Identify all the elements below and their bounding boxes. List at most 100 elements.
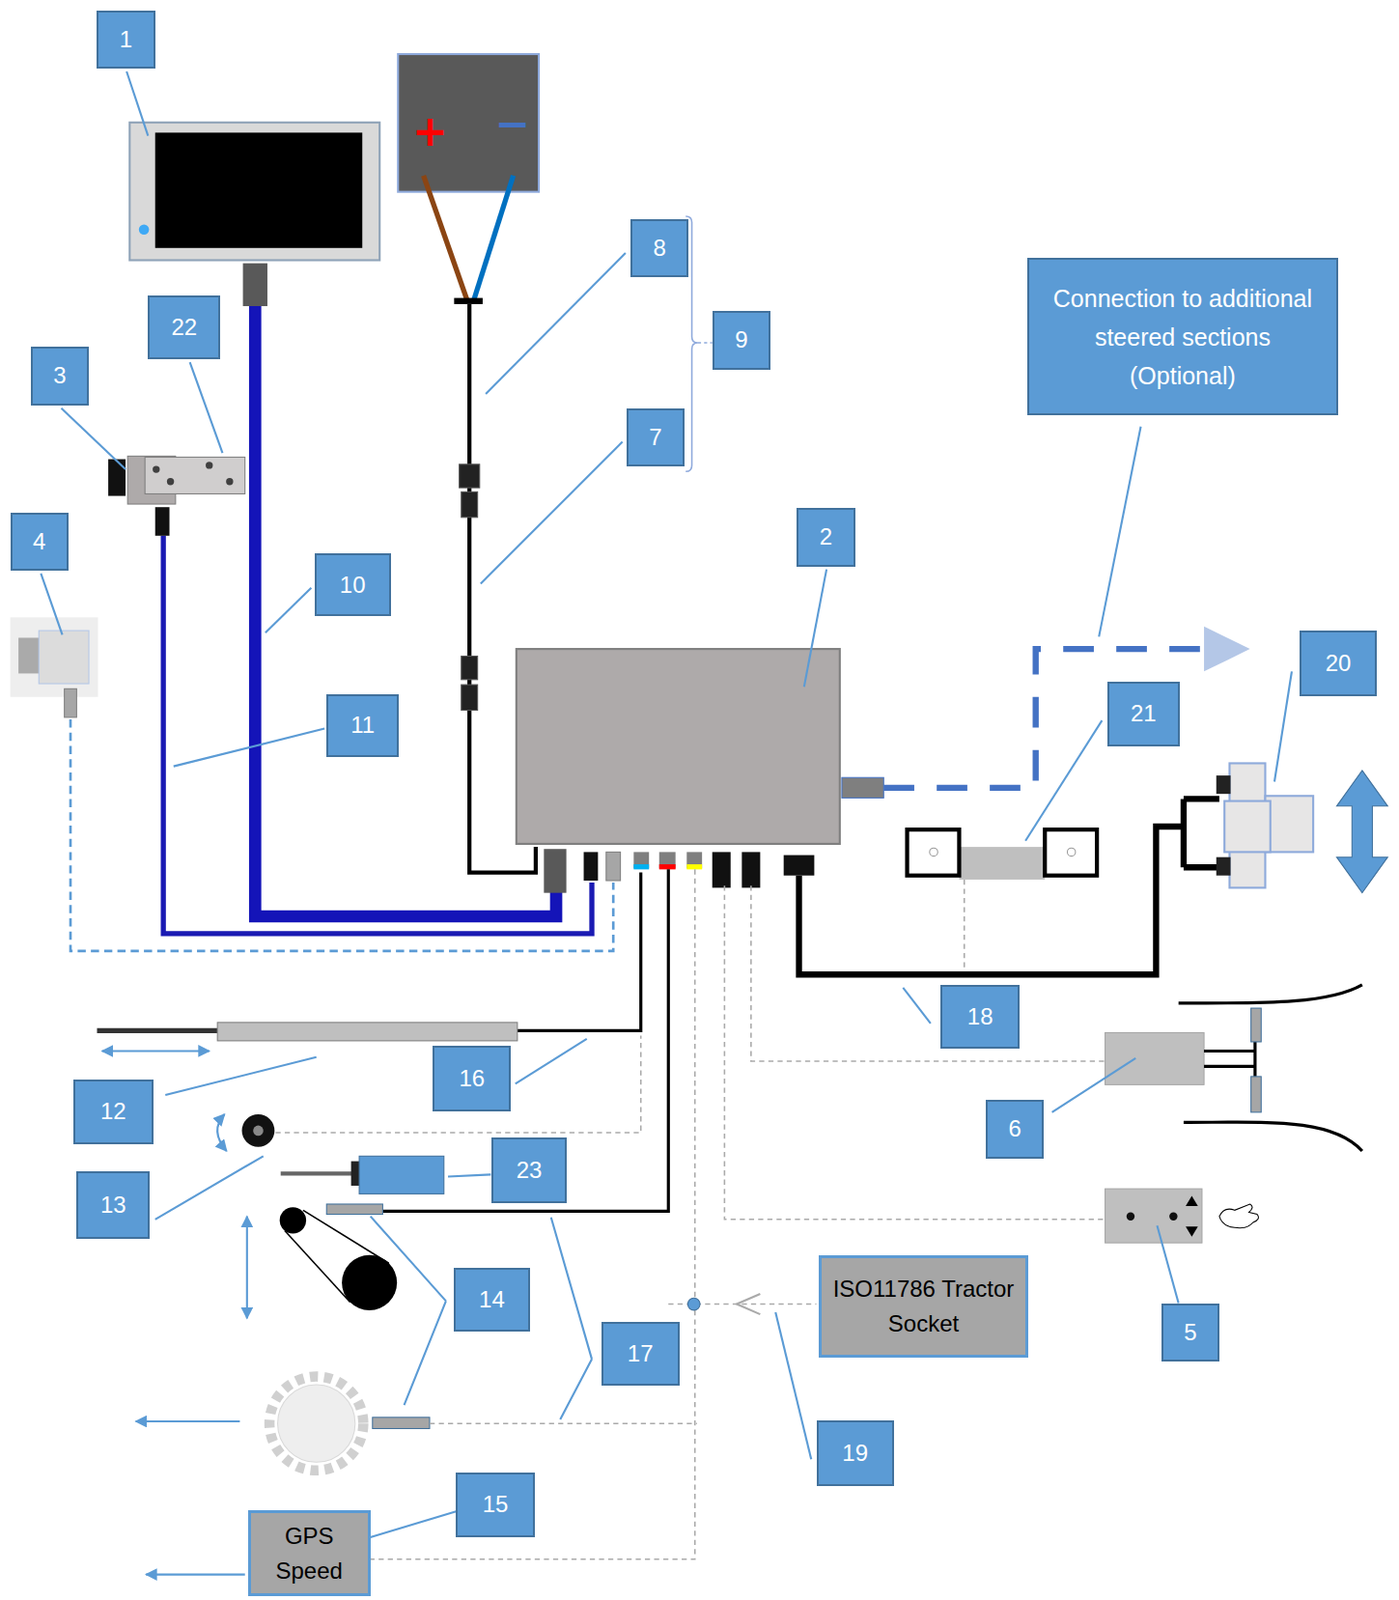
callout-number: 22 [147, 295, 221, 360]
speed-sensor [303, 1209, 390, 1263]
leader-line [1098, 426, 1141, 638]
can-bus [736, 1293, 760, 1315]
callout-number: 7 [626, 408, 685, 467]
leader-line [804, 569, 827, 688]
node-text: 9 [734, 326, 748, 354]
node-text: 20 [1325, 649, 1352, 677]
leader-connector [370, 1510, 457, 1538]
polarity-sign: − [495, 102, 532, 145]
optional-sensor [64, 688, 78, 718]
actuator [517, 872, 642, 1032]
node-text: 7 [648, 423, 662, 451]
battery [473, 175, 513, 302]
leader-line [515, 1038, 588, 1084]
wheel-sensor [372, 1417, 430, 1429]
section-link [883, 626, 1250, 788]
callout-number: 16 [432, 1045, 511, 1112]
cylinder [280, 1155, 445, 1194]
control-unit [633, 864, 649, 869]
callout-number: 10 [314, 553, 392, 617]
optional-sensor [38, 630, 89, 684]
callout-number: 6 [985, 1099, 1044, 1158]
hitch-sensor [1203, 1064, 1256, 1068]
node-text: 2 [819, 523, 833, 551]
leader-line [1052, 1058, 1137, 1113]
position-sensor [1066, 847, 1075, 856]
callout-number: 23 [491, 1137, 566, 1204]
hitch-sensor [1253, 1040, 1257, 1077]
callout-number: 21 [1107, 681, 1180, 747]
leader-line [485, 252, 626, 394]
wheel-sensor [269, 1376, 364, 1471]
node-text: 8 [653, 234, 667, 262]
switch-box [1169, 1211, 1177, 1220]
control-unit [686, 864, 702, 869]
position-sensor [963, 879, 966, 975]
callout-number: 13 [76, 1171, 150, 1239]
cylinder [359, 1155, 445, 1194]
optional-sensor [10, 616, 99, 718]
node-text: 3 [53, 362, 66, 390]
steering-valve [1336, 770, 1388, 894]
hitch-sensor [1178, 984, 1363, 1004]
hitch-sensor [751, 885, 1363, 1151]
callout-number: 15 [455, 1472, 534, 1538]
node-text: 18 [967, 1003, 994, 1031]
leader-line [1156, 1225, 1178, 1303]
leader-line [165, 1057, 316, 1095]
rotation-sensor [217, 1114, 227, 1151]
valve-cable [799, 798, 1220, 975]
control-unit [841, 777, 884, 798]
polarity-sign: + [412, 110, 448, 153]
speed-sensor [284, 1230, 351, 1302]
node-text: 10 [339, 571, 366, 599]
wheel-sensor [136, 1376, 698, 1471]
sensor-device [108, 455, 246, 535]
hitch-sensor [1183, 1121, 1363, 1151]
battery [423, 175, 468, 302]
control-unit [543, 848, 566, 893]
callout-number: 1 [96, 10, 155, 69]
sensor-device [155, 506, 170, 536]
rotation-sensor [275, 1035, 641, 1133]
can-bus [145, 868, 816, 1574]
section-link [1203, 626, 1251, 672]
node-text: ISO11786 Tractor Socket [829, 1271, 1019, 1342]
position-sensor [907, 829, 1098, 975]
node-text: 15 [482, 1490, 509, 1518]
callout-number: 11 [326, 694, 399, 758]
position-sensor [958, 846, 1045, 880]
node-text: 17 [627, 1340, 654, 1368]
sensor-device [205, 461, 213, 469]
node-text: 13 [100, 1191, 127, 1219]
leader-line [155, 1155, 264, 1220]
section-link [883, 648, 1204, 788]
node-text: 16 [458, 1064, 485, 1092]
power-cable [461, 655, 478, 679]
node-text: 21 [1130, 699, 1157, 728]
wheel-sensor [278, 1384, 356, 1462]
leader-line [551, 1217, 592, 1420]
callout-number: 19 [816, 1420, 895, 1486]
callout-number: 17 [601, 1321, 680, 1387]
callout-number: 4 [10, 512, 69, 571]
display-terminal [243, 263, 268, 307]
display-terminal [129, 122, 380, 307]
control-unit [783, 855, 815, 876]
can-bus [145, 1573, 246, 1576]
label-box: ISO11786 Tractor Socket [818, 1255, 1030, 1358]
switch-box [1105, 1188, 1203, 1243]
node-text: 5 [1183, 1318, 1197, 1346]
actuator [96, 1028, 218, 1034]
display-terminal [139, 223, 150, 235]
rotation-sensor [252, 1125, 264, 1137]
control-unit [516, 648, 840, 844]
leader-line [902, 987, 931, 1024]
switch-box [1126, 1211, 1135, 1220]
leader-line [173, 728, 325, 767]
leader-line [40, 573, 62, 635]
control-unit [516, 648, 884, 894]
optional-sensor [18, 637, 41, 673]
switch-box [724, 885, 1105, 1220]
leader-line [190, 362, 224, 453]
